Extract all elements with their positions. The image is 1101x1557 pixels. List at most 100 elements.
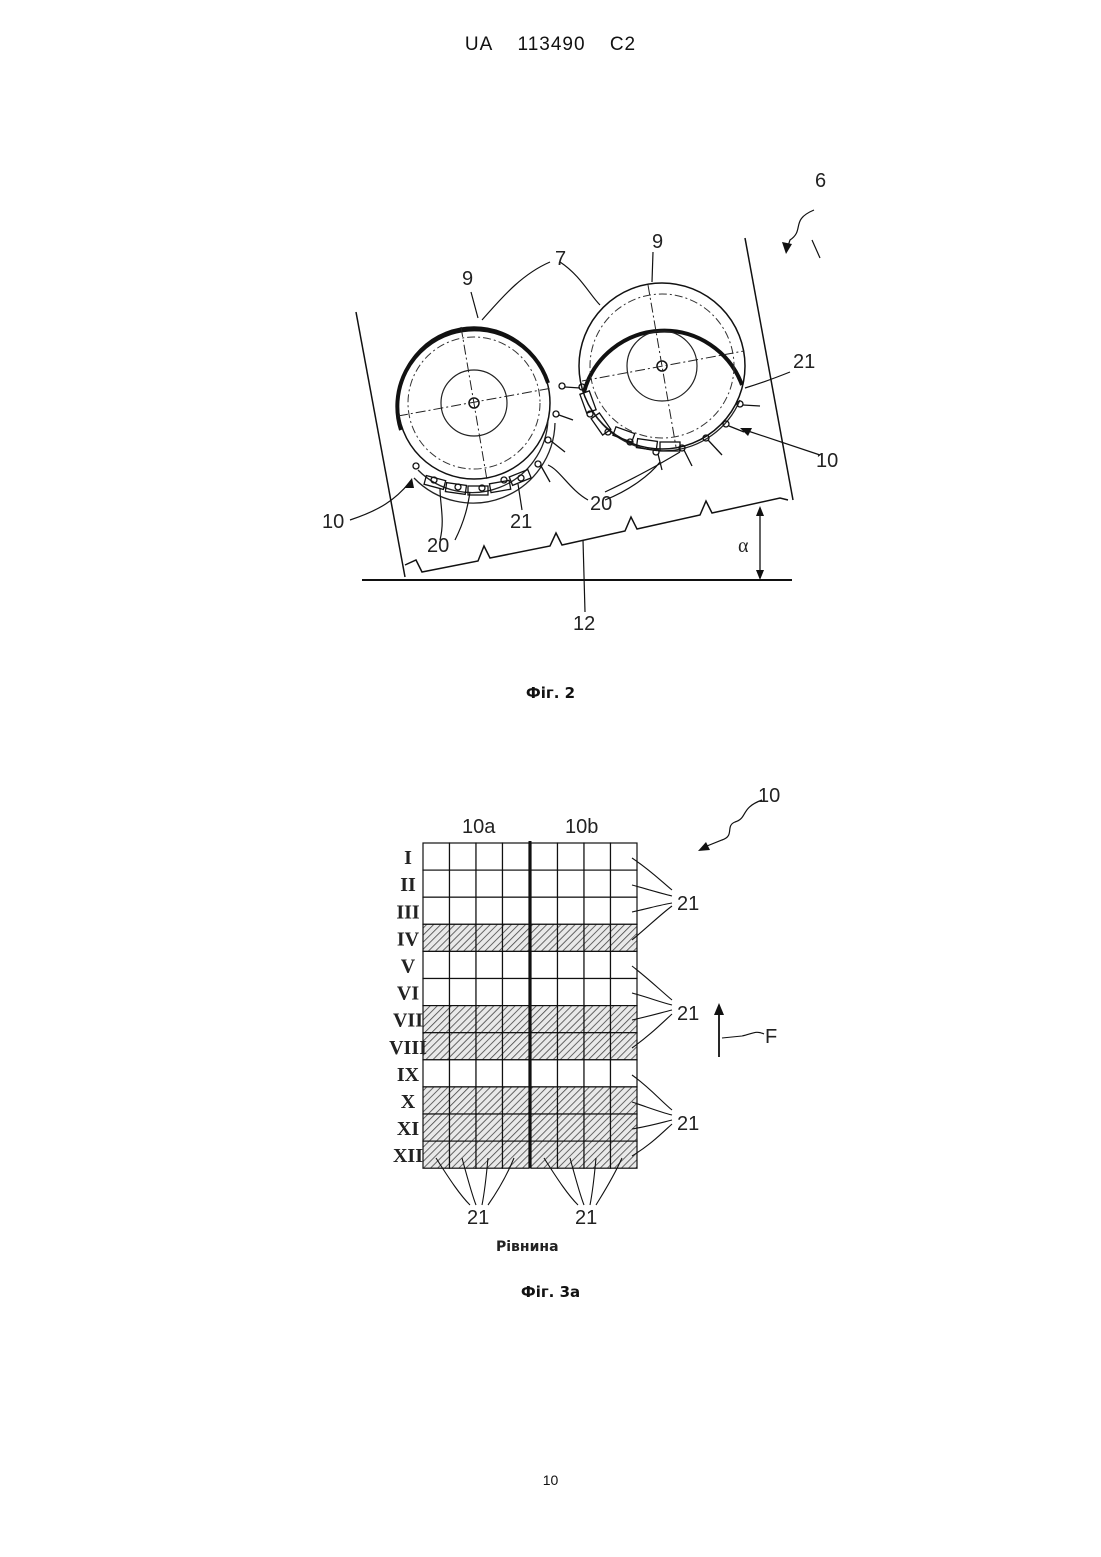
- grid-cell: [423, 897, 450, 924]
- grid-cell: [476, 951, 503, 978]
- grid-cell: [503, 870, 530, 897]
- grid-cell: [584, 1087, 611, 1114]
- grid-cell: [503, 897, 530, 924]
- grid-cell: [531, 1033, 558, 1060]
- row-numeral: IX: [397, 1064, 420, 1086]
- row-numeral: XII: [393, 1145, 423, 1167]
- grid-cell: [503, 924, 530, 951]
- grid-cell: [476, 924, 503, 951]
- label-10-left: 10: [322, 511, 344, 533]
- grid-cell: [584, 1060, 611, 1087]
- label-20-left: 20: [427, 535, 449, 557]
- label-7: 7: [555, 248, 566, 270]
- figure-2-caption: Фіг. 2: [0, 684, 1101, 702]
- grid-cell: [611, 924, 638, 951]
- row-numeral: V: [401, 956, 416, 978]
- grid-cell: [476, 1114, 503, 1141]
- grid-cell: [450, 979, 477, 1006]
- grid-cell: [531, 1114, 558, 1141]
- grid-cell: [531, 1141, 558, 1168]
- grid-cell: [423, 1060, 450, 1087]
- grid-cell: [558, 1060, 585, 1087]
- grid-cell: [611, 1087, 638, 1114]
- label-21-side-3: 21: [677, 1113, 699, 1135]
- grid-cell: [558, 924, 585, 951]
- arrow-6: [782, 242, 792, 254]
- grid-cell: [558, 843, 585, 870]
- grid-cell: [531, 1006, 558, 1033]
- angle-arrow-top: [756, 506, 764, 516]
- grid-cell: [531, 979, 558, 1006]
- frame-right-side: [745, 238, 793, 500]
- grid-cell: [476, 979, 503, 1006]
- label-12: 12: [573, 613, 595, 635]
- grid-cell: [450, 1060, 477, 1087]
- grid-cell: [584, 979, 611, 1006]
- row-numeral: VII: [393, 1010, 423, 1032]
- grid-cell: [450, 1114, 477, 1141]
- grid-cell: [503, 979, 530, 1006]
- grid-cell: [611, 897, 638, 924]
- label-alpha: α: [738, 535, 749, 557]
- label-10-right: 10: [816, 450, 838, 472]
- grid-cell: [450, 1141, 477, 1168]
- row-numeral: X: [401, 1091, 416, 1113]
- grid-cell: [531, 1060, 558, 1087]
- grid-cell: [611, 1060, 638, 1087]
- grid-cell: [450, 1033, 477, 1060]
- grid-cell: [558, 1114, 585, 1141]
- grid-cell: [476, 843, 503, 870]
- grid-cell: [450, 1087, 477, 1114]
- pads-left: [413, 383, 580, 495]
- grid-cell: [611, 1006, 638, 1033]
- grid-cell: [558, 1087, 585, 1114]
- arrow-10-left: [404, 478, 414, 488]
- grid-cell: [558, 1141, 585, 1168]
- row-numeral: I: [404, 847, 412, 869]
- grid-cell: [423, 924, 450, 951]
- grid-cell: [503, 1060, 530, 1087]
- grid-cell: [423, 870, 450, 897]
- label-6: 6: [815, 170, 826, 192]
- row-numerals: IIIIIIIVVVIVIIVIIIIXXXIXII: [389, 847, 427, 1167]
- grid-cell: [558, 979, 585, 1006]
- label-9-left: 9: [462, 268, 473, 290]
- grid-cell: [584, 1033, 611, 1060]
- grid-cell: [558, 870, 585, 897]
- direction-arrow-head: [714, 1003, 724, 1015]
- row-numeral: III: [396, 901, 420, 923]
- grid-cell: [584, 951, 611, 978]
- grid-cell: [450, 1006, 477, 1033]
- grid-cell: [584, 1114, 611, 1141]
- grid-cell: [611, 1114, 638, 1141]
- label-10-fig3a: 10: [758, 785, 780, 807]
- row-numeral: II: [400, 874, 416, 896]
- grid-cell: [584, 870, 611, 897]
- label-21-bottom-1: 21: [467, 1207, 489, 1229]
- grid-cell: [611, 1033, 638, 1060]
- grid-cell: [476, 870, 503, 897]
- grid-cell: [450, 843, 477, 870]
- grid-cell: [503, 1006, 530, 1033]
- grid-cell: [476, 1006, 503, 1033]
- grid-cell: [531, 951, 558, 978]
- grid-matrix: [423, 841, 637, 1168]
- label-9-right: 9: [652, 231, 663, 253]
- grid-cell: [423, 1033, 450, 1060]
- grid-cell: [476, 1033, 503, 1060]
- grid-cell: [503, 1141, 530, 1168]
- grid-cell: [584, 924, 611, 951]
- grid-cell: [503, 1033, 530, 1060]
- grid-cell: [611, 870, 638, 897]
- angle-arrow-bottom: [756, 570, 764, 580]
- grid-cell: [584, 843, 611, 870]
- grid-cell: [558, 897, 585, 924]
- label-F: F: [765, 1026, 777, 1048]
- grid-cell: [423, 1006, 450, 1033]
- grid-cell: [423, 1141, 450, 1168]
- drum-right: [579, 283, 745, 451]
- grid-cell: [503, 951, 530, 978]
- grid-cell: [611, 843, 638, 870]
- grid-cell: [584, 1141, 611, 1168]
- label-21-left: 21: [510, 511, 532, 533]
